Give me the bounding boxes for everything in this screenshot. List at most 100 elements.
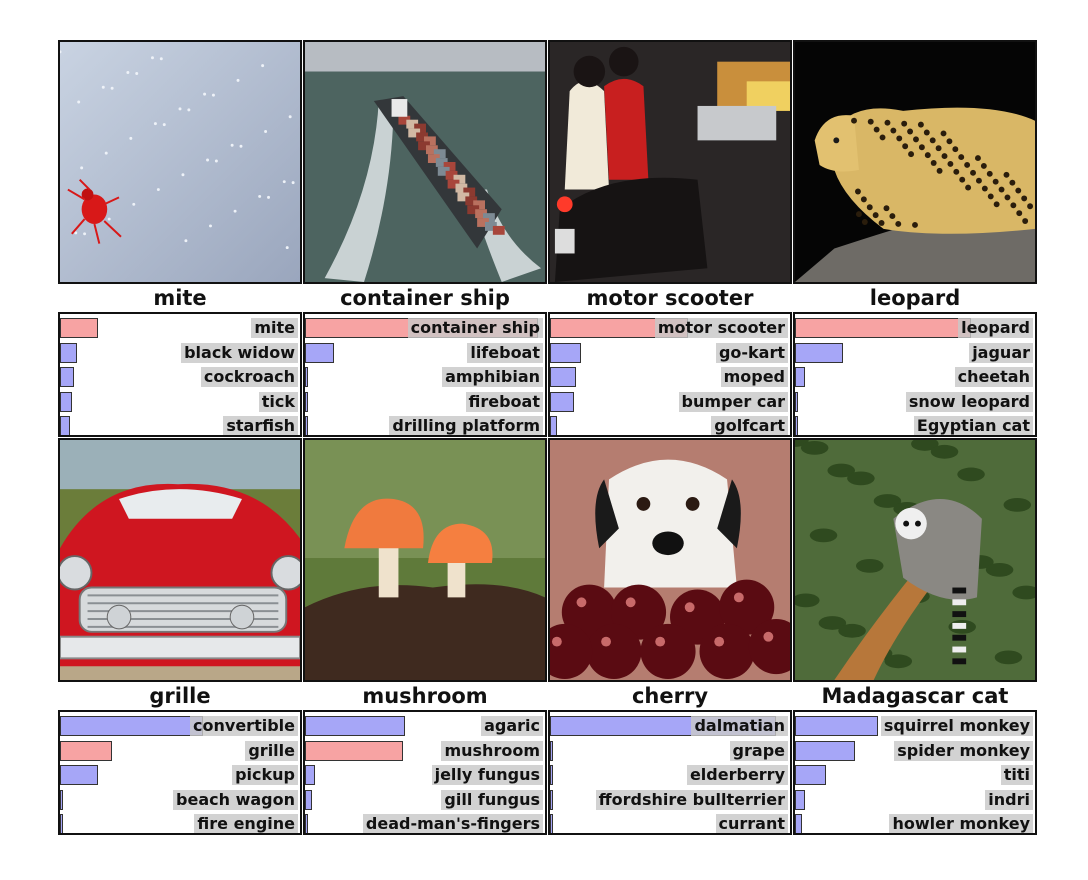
panel-7-true-label: cherry <box>631 684 709 708</box>
prediction-bar <box>305 789 312 810</box>
prediction-bar <box>795 765 826 785</box>
prediction-label: fireboat <box>465 391 543 412</box>
prediction-label: moped <box>720 367 788 387</box>
prediction-label: convertible <box>190 716 298 736</box>
prediction-bar <box>305 342 334 363</box>
prediction-label: golfcart <box>711 416 788 435</box>
prediction-label: jaguar <box>969 342 1033 363</box>
prediction-label: lifeboat <box>467 342 543 363</box>
panel-2-predictions: container ship lifeboat amphibian fireboat d… <box>303 312 547 437</box>
prediction-bar <box>550 814 553 833</box>
prediction-label: pickup <box>232 765 298 785</box>
panel-5-photo <box>58 438 302 682</box>
prediction-bar <box>305 391 308 412</box>
prediction-label: mushroom <box>441 740 543 761</box>
prediction-label: fire engine <box>194 814 298 833</box>
prediction-bar <box>60 814 63 833</box>
prediction-label: titi <box>1000 765 1033 785</box>
prediction-bar <box>550 367 576 387</box>
panel-1-photo <box>58 40 302 284</box>
prediction-bar <box>795 789 805 810</box>
prediction-label: jelly fungus <box>431 765 543 785</box>
panel-1-true-label: mite <box>153 286 207 310</box>
prediction-label: container ship <box>407 318 543 338</box>
prediction-label: amphibian <box>442 367 543 387</box>
prediction-label: cheetah <box>954 367 1033 387</box>
prediction-label: motor scooter <box>654 318 788 338</box>
prediction-label: cockroach <box>200 367 298 387</box>
panel-5-true-label: grille <box>149 684 211 708</box>
panel-8-photo <box>793 438 1037 682</box>
prediction-label: go-kart <box>715 342 788 363</box>
panel-3-true-label: motor scooter <box>586 286 754 310</box>
prediction-label: dead-man's-fingers <box>362 814 543 833</box>
prediction-label: grape <box>729 740 788 761</box>
prediction-bar <box>305 814 308 833</box>
prediction-bar <box>550 416 557 435</box>
panel-4-true-label: leopard <box>869 286 961 310</box>
prediction-bar <box>60 716 203 736</box>
prediction-bar <box>795 367 805 387</box>
panel-4-photo <box>793 40 1037 284</box>
panel-2-photo <box>303 40 547 284</box>
panel-1-predictions: mite black widow cockroach tick starfish <box>58 312 302 437</box>
panel-8-true-label: Madagascar cat <box>821 684 1009 708</box>
prediction-bar <box>795 318 971 338</box>
prediction-label: leopard <box>958 318 1033 338</box>
prediction-label: gill fungus <box>441 789 543 810</box>
prediction-label: beach wagon <box>173 789 298 810</box>
prediction-bar <box>550 765 553 785</box>
prediction-bar <box>795 740 855 761</box>
prediction-bar <box>550 789 553 810</box>
prediction-label: ffordshire bullterrier <box>595 789 788 810</box>
prediction-bar <box>305 367 308 387</box>
prediction-bar <box>60 765 98 785</box>
prediction-label: squirrel monkey <box>880 716 1033 736</box>
prediction-label: howler monkey <box>889 814 1033 833</box>
prediction-bar <box>550 342 581 363</box>
prediction-bar <box>60 342 77 363</box>
prediction-bar <box>60 416 70 435</box>
prediction-label: bumper car <box>678 391 788 412</box>
prediction-bar <box>795 716 878 736</box>
prediction-bar <box>305 716 405 736</box>
panel-6-photo <box>303 438 547 682</box>
prediction-bar <box>305 765 315 785</box>
prediction-bar <box>795 814 802 833</box>
prediction-bar <box>550 391 574 412</box>
panel-3-photo <box>548 40 792 284</box>
prediction-label: Egyptian cat <box>913 416 1033 435</box>
prediction-bar <box>795 391 798 412</box>
prediction-bar <box>305 740 403 761</box>
panel-7-predictions: dalmatian grape elderberry ffordshire bullt… <box>548 710 792 835</box>
prediction-bar <box>795 416 798 435</box>
prediction-label: drilling platform <box>389 416 543 435</box>
prediction-label: indri <box>985 789 1033 810</box>
prediction-bar <box>60 391 72 412</box>
prediction-label: starfish <box>223 416 298 435</box>
prediction-label: agaric <box>481 716 543 736</box>
prediction-label: currant <box>715 814 788 833</box>
prediction-bar <box>60 789 63 810</box>
prediction-label: spider monkey <box>894 740 1033 761</box>
prediction-bar <box>60 318 98 338</box>
prediction-bar <box>795 342 843 363</box>
panel-3-predictions: motor scooter go-kart moped bumper car golfc… <box>548 312 792 437</box>
prediction-bar <box>60 740 112 761</box>
prediction-label: dalmatian <box>691 716 788 736</box>
prediction-label: black widow <box>181 342 298 363</box>
prediction-label: mite <box>251 318 298 338</box>
panel-6-predictions: agaric mushroom jelly fungus gill fungus dea… <box>303 710 547 835</box>
panel-5-predictions: convertible grille pickup beach wagon fire e… <box>58 710 302 835</box>
prediction-label: grille <box>245 740 298 761</box>
prediction-label: elderberry <box>686 765 788 785</box>
prediction-bar <box>305 416 308 435</box>
prediction-bar <box>550 740 553 761</box>
panel-6-true-label: mushroom <box>362 684 488 708</box>
prediction-bar <box>60 367 74 387</box>
prediction-label: snow leopard <box>905 391 1033 412</box>
prediction-label: tick <box>258 391 298 412</box>
panel-2-true-label: container ship <box>340 286 510 310</box>
panel-8-predictions: squirrel monkey spider monkey titi indri how… <box>793 710 1037 835</box>
